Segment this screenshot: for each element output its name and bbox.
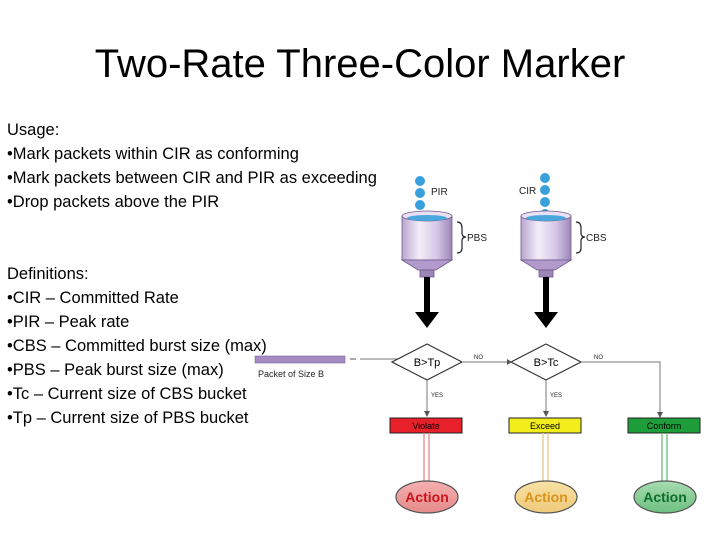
- action-violate-label: Action: [405, 489, 449, 505]
- definition-item: •CIR – Committed Rate: [7, 289, 179, 307]
- no-label-c: NO: [594, 355, 603, 361]
- action-exceed-oval: [514, 480, 578, 514]
- exceed-label: Exceed: [530, 421, 560, 431]
- yes-connectors: [426, 380, 547, 414]
- no-label-p: NO: [474, 355, 483, 361]
- definitions-heading: Definitions:: [7, 265, 89, 283]
- action-violate-oval: [395, 480, 459, 514]
- conform-box: [627, 417, 701, 434]
- cbs-label: CBS: [586, 233, 607, 244]
- usage-item: •Mark packets between CIR and PIR as exc…: [7, 169, 377, 187]
- pbs-bucket: [400, 210, 454, 278]
- cir-drops: [540, 173, 550, 217]
- pir-label: PIR: [431, 187, 448, 198]
- usage-item: •Mark packets within CIR as conforming: [7, 145, 299, 163]
- no-arrow-head: [657, 412, 663, 418]
- violate-box: [389, 417, 463, 434]
- cbs-bucket: [519, 210, 573, 278]
- exceed-line: [542, 433, 549, 482]
- packet-bar: [254, 355, 398, 364]
- yes-label-p: YES: [431, 393, 443, 399]
- action-conform-label: Action: [643, 489, 687, 505]
- usage-item: •Drop packets above the PIR: [7, 193, 220, 211]
- pbs-label: PBS: [467, 233, 487, 244]
- exceed-box: [508, 417, 582, 434]
- definition-item: •Tc – Current size of CBS bucket: [7, 385, 247, 403]
- conform-line: [661, 433, 668, 482]
- no-connectors: [462, 361, 661, 414]
- conform-label: Conform: [647, 421, 682, 431]
- usage-heading: Usage:: [7, 121, 60, 139]
- packet-label: Packet of Size B: [258, 369, 324, 379]
- cir-label: CIR: [519, 186, 536, 197]
- definition-item: •PIR – Peak rate: [7, 313, 130, 331]
- yes-arrow-head: [424, 411, 430, 417]
- bucket-arrows: [415, 277, 558, 328]
- action-conform-oval: [633, 480, 697, 514]
- action-exceed-label: Action: [524, 489, 568, 505]
- pbs-brace: [456, 221, 467, 254]
- definition-item: •Tp – Current size of PBS bucket: [7, 409, 249, 427]
- slide-title: Two-Rate Three-Color Marker: [94, 42, 626, 86]
- violate-line: [423, 433, 430, 482]
- decision-c-label: B>Tc: [534, 357, 559, 369]
- cbs-brace: [575, 221, 586, 254]
- yes-label-c: YES: [550, 393, 562, 399]
- definition-item: •CBS – Committed burst size (max): [7, 337, 267, 355]
- no-arrow-head: [507, 359, 512, 365]
- yes-arrow-head: [543, 411, 549, 417]
- definitions-section: Definitions: •CIR – Committed Rate •PIR …: [7, 262, 267, 430]
- definition-item: •PBS – Peak burst size (max): [7, 361, 224, 379]
- violate-label: Violate: [412, 421, 439, 431]
- decision-p-label: B>Tp: [414, 357, 441, 369]
- usage-section: Usage: •Mark packets within CIR as confo…: [7, 118, 377, 214]
